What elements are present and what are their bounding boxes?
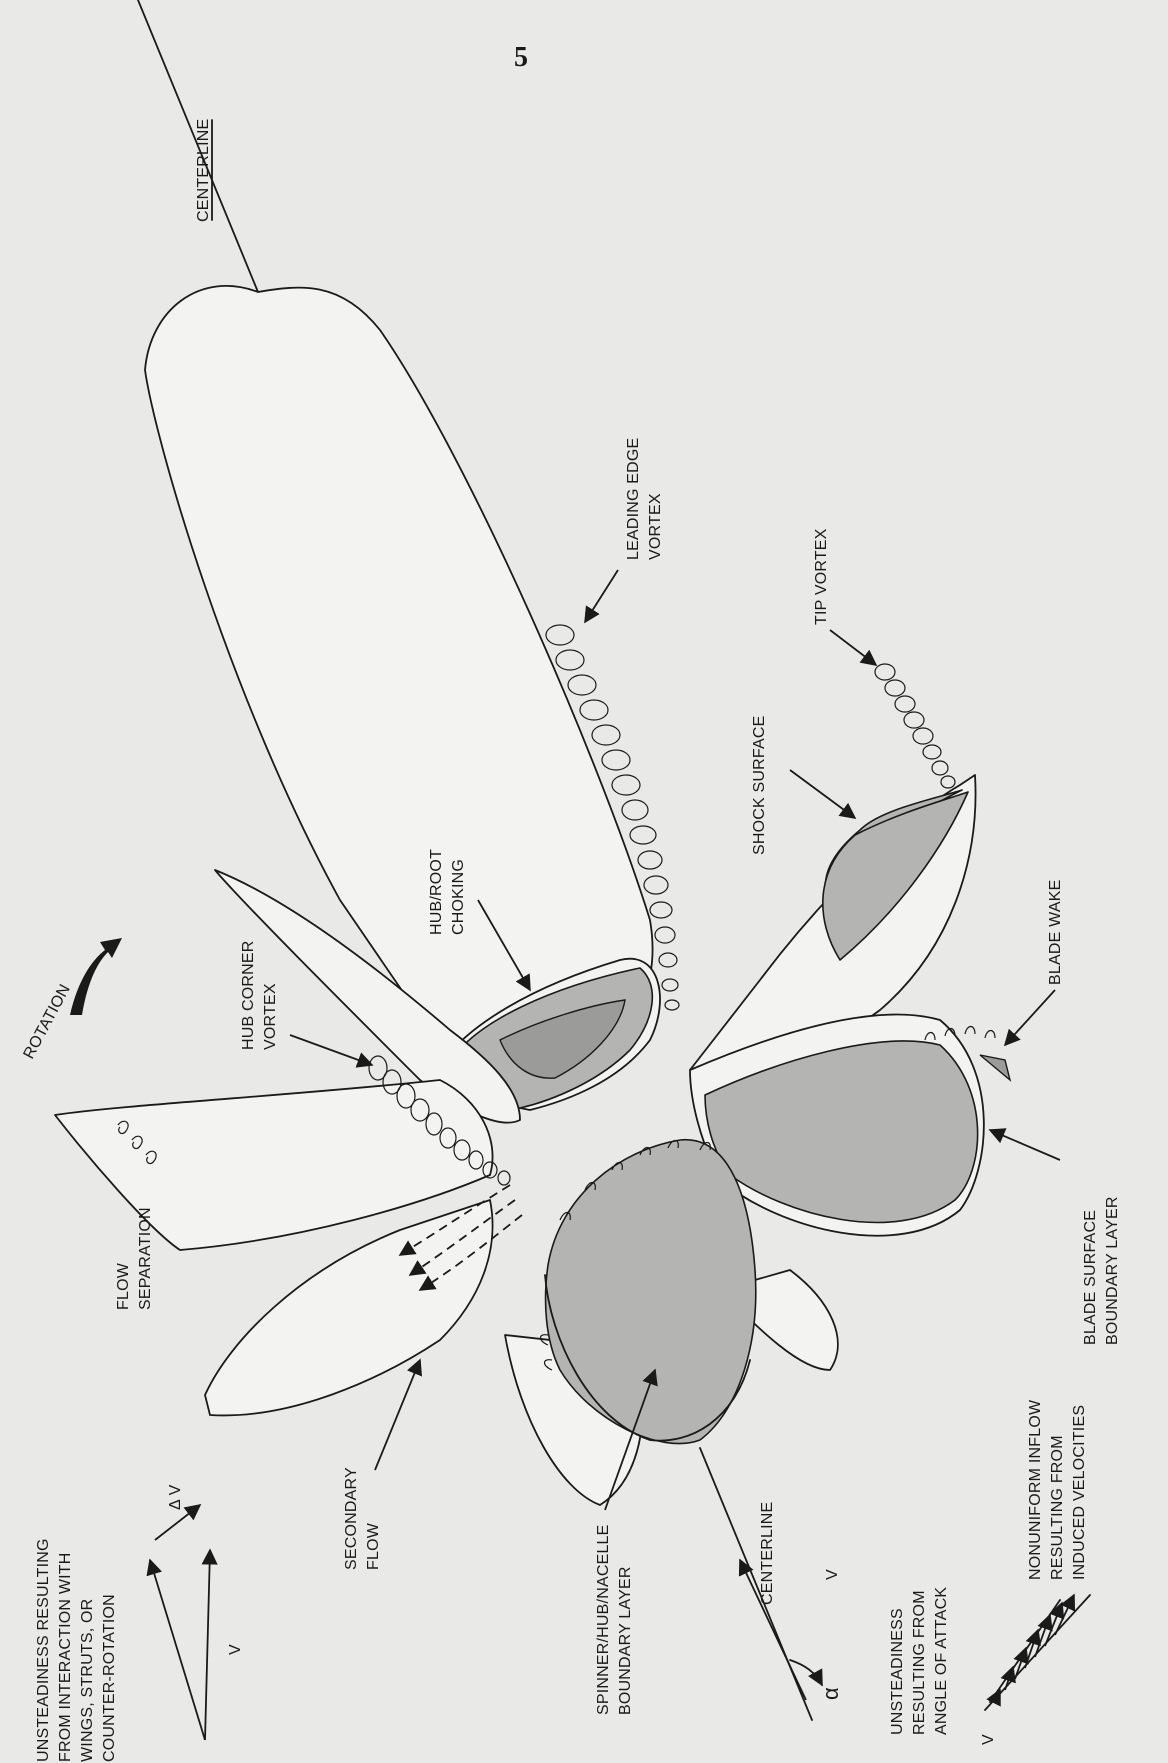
svg-text:FROM INTERACTION WITH: FROM INTERACTION WITH <box>57 1552 74 1762</box>
svg-text:UNSTEADINESS RESULTING: UNSTEADINESS RESULTING <box>35 1538 52 1762</box>
alpha-label: α <box>818 1687 843 1700</box>
blade-wake-label: BLADE WAKE <box>1047 880 1064 985</box>
unsteadiness-angle-label: UNSTEADINESS RESULTING FROM ANGLE OF ATT… <box>889 1587 950 1735</box>
rotation-label: ROTATION <box>21 982 74 1062</box>
leading-edge-vortex-label: LEADING EDGE VORTEX <box>625 438 664 560</box>
secondary-flow-label: SECONDARY FLOW <box>343 1467 382 1570</box>
nonuniform-inflow-label: NONUNIFORM INFLOW RESULTING FROM INDUCED… <box>1027 1399 1088 1580</box>
blade-wake-pointer <box>1005 990 1055 1045</box>
svg-text:RESULTING FROM: RESULTING FROM <box>1049 1435 1066 1580</box>
svg-text:BOUNDARY LAYER: BOUNDARY LAYER <box>617 1566 634 1715</box>
svg-text:HUB CORNER: HUB CORNER <box>240 940 257 1050</box>
tip-vortex-coils <box>875 664 955 788</box>
v-inflow-label: V <box>980 1734 997 1745</box>
svg-text:CHOKING: CHOKING <box>450 859 467 935</box>
svg-text:RESULTING FROM: RESULTING FROM <box>911 1590 928 1735</box>
centerline-bottom-label: CENTERLINE <box>759 1502 776 1605</box>
svg-text:UNSTEADINESS: UNSTEADINESS <box>889 1608 906 1735</box>
rotation-arrow <box>70 938 122 1015</box>
spinner-boundary-layer-label: SPINNER/HUB/NACELLE BOUNDARY LAYER <box>595 1524 634 1715</box>
svg-text:BOUNDARY LAYER: BOUNDARY LAYER <box>1104 1196 1121 1345</box>
secondary-flow-pointer <box>375 1360 420 1470</box>
svg-text:WINGS, STRUTS, OR: WINGS, STRUTS, OR <box>79 1599 96 1762</box>
svg-text:FLOW: FLOW <box>115 1262 132 1310</box>
flow-separation-label: FLOW SEPARATION <box>115 1207 154 1310</box>
svg-text:NONUNIFORM INFLOW: NONUNIFORM INFLOW <box>1027 1399 1044 1580</box>
blade-surface-boundary-layer-label: BLADE SURFACE BOUNDARY LAYER <box>1082 1196 1121 1345</box>
leading-edge-vortex-pointer <box>585 570 618 622</box>
svg-text:ANGLE OF ATTACK: ANGLE OF ATTACK <box>933 1587 950 1735</box>
svg-text:FLOW: FLOW <box>365 1522 382 1570</box>
hub-corner-vortex-label: HUB CORNER VORTEX <box>240 940 279 1050</box>
svg-text:SEPARATION: SEPARATION <box>137 1207 154 1310</box>
svg-text:LEADING EDGE: LEADING EDGE <box>625 438 642 560</box>
svg-text:SPINNER/HUB/NACELLE: SPINNER/HUB/NACELLE <box>595 1524 612 1715</box>
unsteadiness-interaction-label: UNSTEADINESS RESULTING FROM INTERACTION … <box>35 1538 118 1762</box>
centerline-top-label: CENTERLINE <box>195 119 212 222</box>
angle-of-attack-diagram <box>740 1560 822 1700</box>
svg-text:INDUCED VELOCITIES: INDUCED VELOCITIES <box>1071 1405 1088 1580</box>
tip-vortex-label: TIP VORTEX <box>813 528 830 625</box>
hub-corner-vortex-pointer <box>290 1035 372 1065</box>
shock-surface-label: SHOCK SURFACE <box>751 715 768 855</box>
shock-surface-pointer <box>790 770 855 818</box>
tip-vortex-pointer <box>830 630 876 665</box>
v-interaction-label: V <box>227 1644 244 1655</box>
svg-text:BLADE SURFACE: BLADE SURFACE <box>1082 1210 1099 1345</box>
blade-wake-patch <box>980 1055 1010 1080</box>
v-angle-label: V <box>824 1569 841 1580</box>
blade-surface-boundary-layer-pointer <box>990 1130 1060 1160</box>
svg-text:SECONDARY: SECONDARY <box>343 1467 360 1570</box>
svg-text:VORTEX: VORTEX <box>647 493 664 560</box>
blade-long <box>145 286 653 1090</box>
svg-text:VORTEX: VORTEX <box>262 983 279 1050</box>
nonuniform-inflow-profile <box>985 1595 1090 1710</box>
delta-v-label: Δ V <box>167 1484 184 1510</box>
svg-text:HUB/ROOT: HUB/ROOT <box>428 849 445 935</box>
svg-text:COUNTER-ROTATION: COUNTER-ROTATION <box>101 1594 118 1762</box>
interaction-velocity-triangle <box>150 1505 210 1740</box>
